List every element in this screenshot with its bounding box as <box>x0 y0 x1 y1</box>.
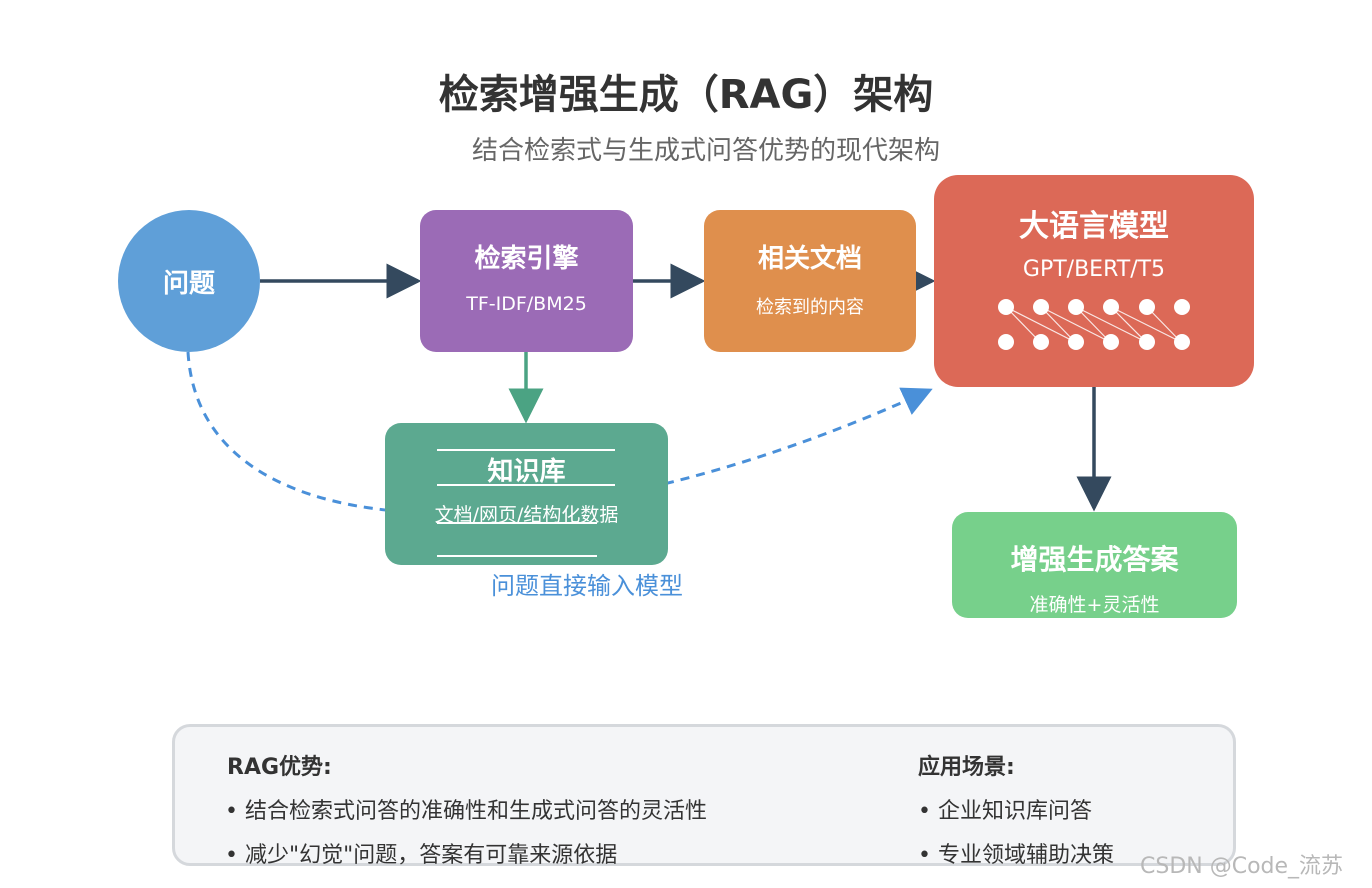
node-answer-title: 增强生成答案 <box>1010 543 1179 576</box>
node-kb-title: 知识库 <box>487 457 566 487</box>
node-llm-subtitle: GPT/BERT/T5 <box>1022 257 1166 282</box>
node-docs-subtitle: 检索到的内容 <box>756 297 864 318</box>
node-knowledge-base[interactable]: 知识库 文档/网页/结构化数据 <box>385 423 668 565</box>
info-panel: RAG优势: • 结合检索式问答的准确性和生成式问答的灵活性 • 减少"幻觉"问… <box>172 724 1236 868</box>
advantages-item: • 减少"幻觉"问题，答案有可靠来源依据 <box>225 843 618 868</box>
node-llm-title: 大语言模型 <box>1019 209 1169 244</box>
watermark: CSDN @Code_流苏 <box>1140 854 1344 879</box>
page-title: 检索增强生成（RAG）架构 <box>438 72 934 118</box>
node-answer-subtitle: 准确性+灵活性 <box>1029 594 1160 616</box>
kb-divider-bottom <box>437 555 597 557</box>
node-retriever[interactable]: 检索引擎 TF-IDF/BM25 <box>420 210 633 352</box>
applications-heading: 应用场景: <box>918 755 1015 780</box>
node-question[interactable]: 问题 <box>118 210 260 352</box>
node-docs[interactable]: 相关文档 检索到的内容 <box>704 210 916 352</box>
applications-item: • 企业知识库问答 <box>918 799 1092 824</box>
direct-input-label: 问题直接输入模型 <box>491 572 683 600</box>
neural-network-icon <box>998 299 1190 350</box>
kb-divider-low <box>437 522 597 524</box>
advantages-heading: RAG优势: <box>227 755 332 780</box>
advantages-item: • 结合检索式问答的准确性和生成式问答的灵活性 <box>225 799 707 824</box>
node-retriever-title: 检索引擎 <box>474 244 579 274</box>
node-kb-subtitle: 文档/网页/结构化数据 <box>434 504 619 526</box>
node-llm[interactable]: 大语言模型 GPT/BERT/T5 <box>934 175 1254 387</box>
node-retriever-subtitle: TF-IDF/BM25 <box>466 293 587 315</box>
applications-item: • 专业领域辅助决策 <box>918 843 1114 868</box>
page-subtitle: 结合检索式与生成式问答优势的现代架构 <box>471 136 940 166</box>
arrow-question-direct <box>186 351 933 515</box>
node-question-label: 问题 <box>162 268 215 299</box>
node-docs-title: 相关文档 <box>757 244 862 274</box>
node-answer[interactable]: 增强生成答案 准确性+灵活性 <box>952 512 1237 618</box>
kb-divider-mid <box>437 484 615 486</box>
kb-divider-top <box>437 449 615 451</box>
